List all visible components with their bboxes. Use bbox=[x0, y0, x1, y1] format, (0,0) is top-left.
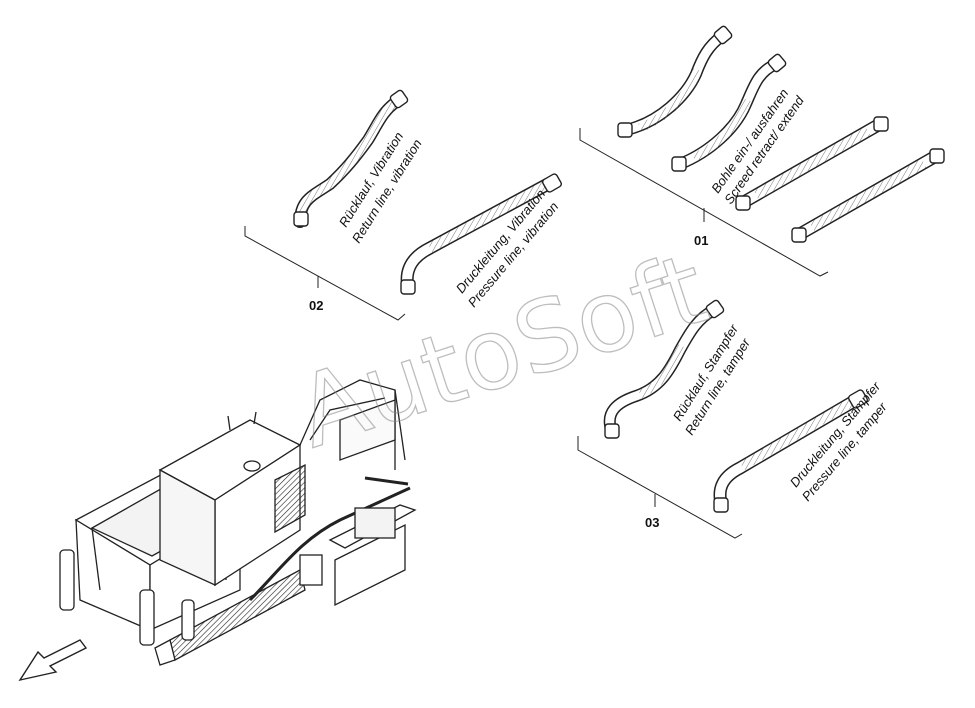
group-02: 02 Rücklauf, Vibration Return line, vibr… bbox=[244, 89, 563, 321]
hose-screed-3 bbox=[735, 116, 889, 211]
group-01-number: 01 bbox=[694, 233, 708, 248]
group-02-bracket bbox=[244, 226, 406, 321]
group-02-number: 02 bbox=[309, 298, 323, 313]
hose-pressure-line-vibration bbox=[400, 173, 563, 295]
paver-machine-illustration bbox=[59, 379, 417, 666]
group-03-number: 03 bbox=[645, 515, 659, 530]
hose-screed-2 bbox=[671, 53, 787, 172]
hose-return-line-vibration bbox=[293, 89, 409, 228]
group-01: 01 bbox=[579, 25, 945, 277]
group-01-bracket bbox=[579, 128, 829, 277]
direction-arrow-icon bbox=[18, 639, 88, 682]
hose-screed-4 bbox=[791, 148, 945, 243]
hose-return-line-tamper bbox=[603, 299, 725, 439]
hose-screed-1 bbox=[617, 25, 733, 138]
group-03-bracket bbox=[577, 436, 743, 539]
hose-pressure-line-tamper bbox=[713, 389, 869, 513]
